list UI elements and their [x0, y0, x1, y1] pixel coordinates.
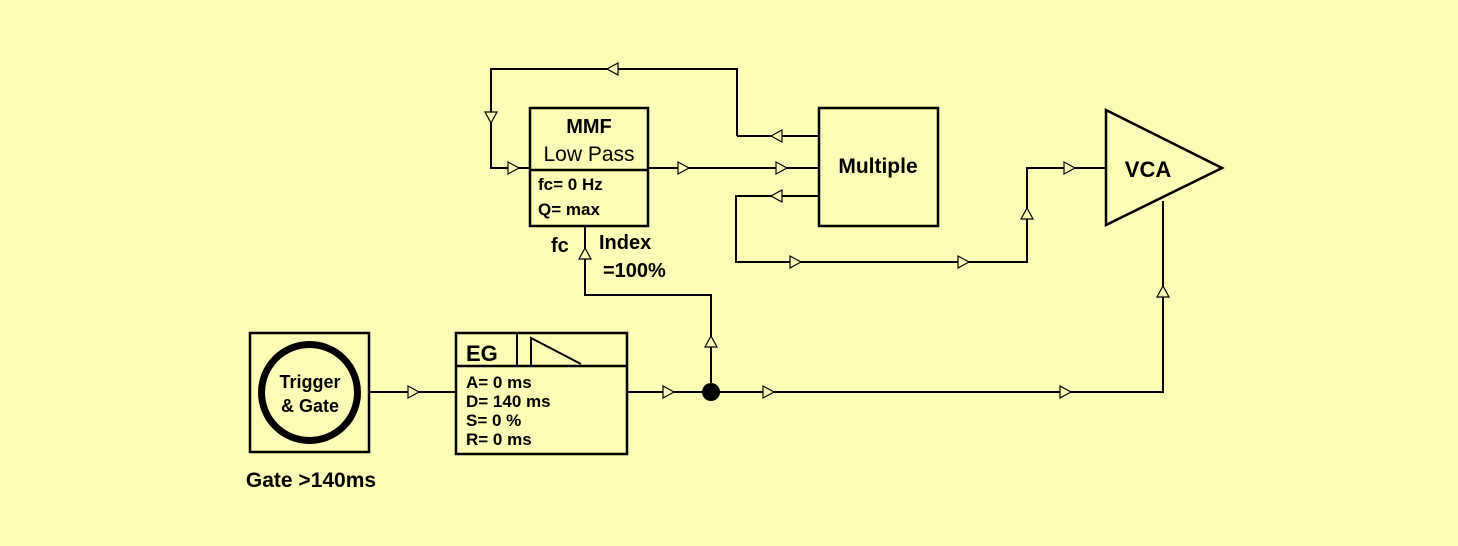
vca-module[interactable]: VCA	[1104, 107, 1225, 228]
arrow-right-icon	[407, 384, 421, 400]
arrow-left-icon	[769, 128, 783, 144]
vca-triangle[interactable]	[1104, 107, 1225, 228]
arrow-right-icon	[789, 254, 803, 270]
mmf-box[interactable]	[528, 106, 650, 228]
arrow-right-icon	[762, 384, 776, 400]
mmf-fc-input-label: fc	[551, 235, 569, 257]
trigger-label: Trigger	[279, 372, 340, 392]
arrow-right-icon	[507, 160, 521, 176]
wire-multiple-feedback-to-mmf	[490, 68, 738, 169]
multiple-module[interactable]: Multiple	[817, 106, 940, 228]
mmf-param-fc: fc= 0 Hz	[538, 175, 603, 194]
signal-arrows	[407, 61, 1171, 400]
arrow-right-icon	[957, 254, 971, 270]
arrow-right-icon	[677, 160, 691, 176]
eg-param-attack: A= 0 ms	[466, 373, 532, 392]
mmf-title: MMF	[566, 116, 612, 138]
eg-box[interactable]	[454, 331, 629, 456]
multiple-title: Multiple	[838, 155, 917, 178]
arrow-down-icon	[483, 111, 499, 125]
trigger-ring-icon	[258, 341, 361, 444]
arrow-left-icon	[605, 61, 619, 77]
arrow-left-icon	[769, 188, 783, 204]
mmf-module[interactable]: MMF Low Pass fc= 0 Hz Q= max	[528, 106, 650, 228]
vca-title: VCA	[1125, 157, 1172, 182]
index-label: Index	[599, 232, 651, 254]
eg-title: EG	[466, 341, 498, 366]
gate-caption: Gate >140ms	[246, 469, 376, 492]
gate-label: & Gate	[281, 396, 339, 416]
arrow-right-icon	[1059, 384, 1073, 400]
arrow-up-icon	[1155, 284, 1171, 298]
multiple-box[interactable]	[817, 106, 940, 228]
junction-dot	[702, 383, 720, 401]
wire-multiple-to-vca	[735, 167, 1106, 263]
mmf-mode: Low Pass	[543, 143, 634, 166]
eg-module[interactable]: EG A= 0 ms D= 140 ms S= 0 % R= 0 ms	[454, 331, 629, 456]
arrow-up-icon	[1019, 206, 1035, 220]
wire-eg-to-vca-cv	[627, 201, 1164, 393]
eg-param-sustain: S= 0 %	[466, 411, 521, 430]
arrow-right-icon	[1063, 160, 1077, 176]
index-value: =100%	[603, 260, 666, 282]
arrow-up-icon	[577, 246, 593, 260]
trigger-gate-box[interactable]	[248, 331, 371, 454]
arrow-right-icon	[775, 160, 789, 176]
arrow-right-icon	[662, 384, 676, 400]
envelope-shape-icon	[530, 336, 582, 365]
eg-param-decay: D= 140 ms	[466, 392, 551, 411]
trigger-gate-module[interactable]: Trigger & Gate	[248, 331, 371, 454]
eg-param-release: R= 0 ms	[466, 430, 532, 449]
arrow-up-icon	[703, 334, 719, 348]
mmf-param-q: Q= max	[538, 200, 600, 219]
